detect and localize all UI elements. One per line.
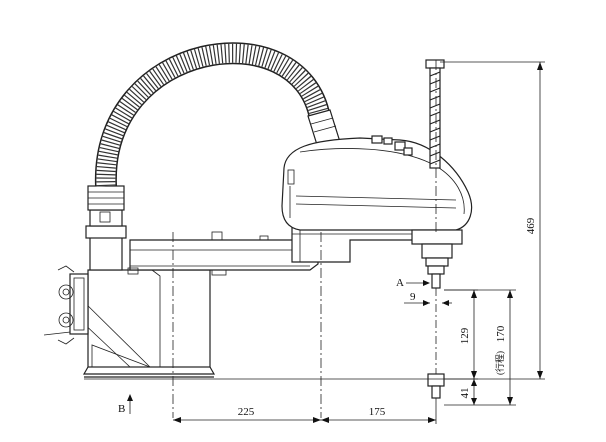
dimension-225-label: 225 [238,406,255,418]
arm-2-housing [281,135,473,231]
dimension-129-label: 129 [459,327,471,344]
center-lines [172,60,437,418]
dimension-41-label: 41 [459,388,471,399]
dimension-170-label: 170 [495,325,507,342]
dimension-175: 175 [321,398,437,424]
view-b-label: B [118,403,125,415]
dimension-170: 170 (行程) [444,289,516,406]
dimension-129: 129 [444,289,478,380]
robot-base [43,269,216,378]
dimension-469-label: 469 [525,217,537,234]
corrugated-cable-hose [94,42,331,187]
dimension-9-label: 9 [410,291,416,303]
dimension-175-label: 175 [369,406,386,418]
arm-2-underbody [291,225,421,263]
cable-duct-column [85,185,127,271]
dimension-170-note: (行程) [494,351,505,375]
dimension-225: 225 [173,406,321,423]
ball-screw-spline [425,59,445,169]
view-a-label: A [396,277,404,289]
dimension-469: 469 [440,61,545,380]
end-effector-shaft [411,229,463,399]
view-b-marker: B [118,394,133,415]
arm-1 [127,231,319,276]
dimension-41: 41 [459,379,477,405]
view-a-marker: A [396,277,430,289]
cable-connector-plate [57,265,89,345]
dimension-9: 9 [404,291,452,306]
